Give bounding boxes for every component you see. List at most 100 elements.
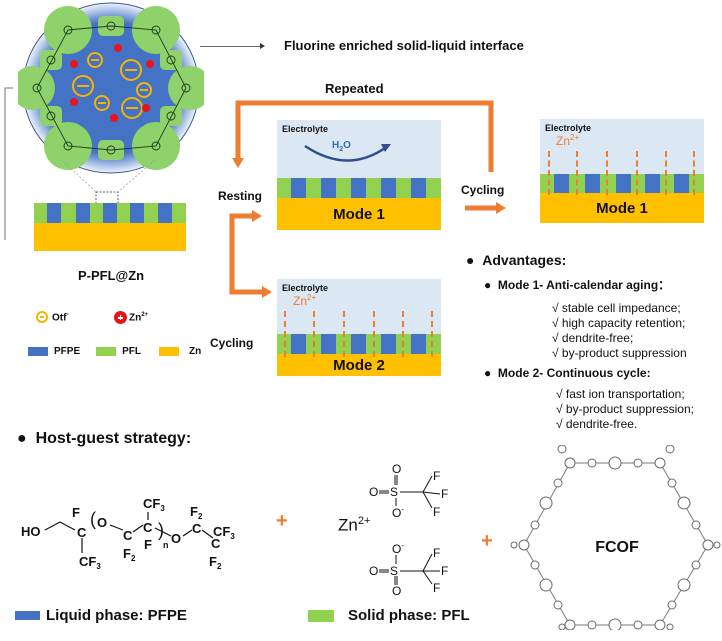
zn-flux-arrow bbox=[548, 151, 550, 195]
pfpe-stripe bbox=[381, 334, 396, 354]
zn-flux-arrow bbox=[606, 151, 608, 195]
material-legend: PFPE PFL Zn bbox=[28, 346, 201, 357]
svg-text:O-: O- bbox=[392, 505, 404, 520]
interface-pointer-line bbox=[200, 46, 260, 47]
pfpe-stripe bbox=[616, 174, 631, 194]
svg-text:C: C bbox=[123, 528, 133, 543]
pfpe-stripe bbox=[291, 334, 306, 354]
svg-text:(: ( bbox=[90, 509, 96, 529]
electrolyte-label: Electrolyte bbox=[282, 283, 329, 293]
plus-sign: + bbox=[481, 530, 493, 552]
zn-ion-label: Zn2+ bbox=[293, 293, 317, 308]
mode2-advantages-heading: ● Mode 2- Continuous cycle: bbox=[484, 366, 651, 380]
cell-mode1-resting: Electrolyte H2O Mode 1 bbox=[277, 120, 441, 230]
cell-mode1-cycling: Electrolyte Zn2+ Mode 1 bbox=[540, 119, 704, 223]
zn-swatch bbox=[159, 347, 180, 356]
svg-text:CF3: CF3 bbox=[79, 554, 101, 571]
otf-label: Otf- bbox=[52, 311, 69, 324]
pfpe-stripe bbox=[645, 174, 660, 194]
pfpe-stripe bbox=[291, 178, 306, 198]
interface-label: Fluorine enriched solid-liquid interface bbox=[284, 38, 524, 53]
mode1-advantages-heading: ● Mode 1- Anti-calendar aging： bbox=[484, 278, 671, 292]
zn-flux-arrow bbox=[636, 151, 638, 195]
electrolyte-region bbox=[277, 120, 441, 178]
svg-text:S: S bbox=[390, 485, 398, 499]
salt-cation: Zn2+ bbox=[338, 515, 371, 535]
advantage-item: by-product suppression bbox=[552, 346, 687, 361]
advantages-heading: ● Advantages: bbox=[466, 252, 567, 268]
electrolyte-region bbox=[540, 119, 704, 174]
repeated-label: Repeated bbox=[325, 81, 384, 96]
zn-flux-arrow bbox=[576, 151, 578, 195]
pfpe-swatch bbox=[28, 347, 48, 356]
zn-substrate: Mode 1 bbox=[277, 198, 441, 230]
svg-text:C: C bbox=[192, 521, 202, 536]
fcof-label: FCOF bbox=[595, 539, 639, 556]
solid-phase-legend: Solid phase: PFL bbox=[308, 607, 470, 624]
pfpe-stripe bbox=[47, 203, 61, 223]
pfl-layer bbox=[540, 174, 704, 194]
pfpe-stripe bbox=[158, 203, 172, 223]
svg-text:F: F bbox=[441, 487, 448, 501]
svg-text:F: F bbox=[433, 546, 440, 560]
bullet-icon: ● bbox=[466, 252, 483, 268]
pfpe-stripe bbox=[103, 203, 117, 223]
zn-flux-arrow bbox=[284, 311, 286, 357]
zn-flux-arrow bbox=[402, 311, 404, 357]
svg-text:): ) bbox=[158, 520, 164, 540]
pfpe-swatch bbox=[15, 611, 40, 620]
svg-text:C: C bbox=[77, 525, 87, 540]
bullet-icon: ● bbox=[484, 366, 498, 380]
cycling-label-top: Cycling bbox=[461, 183, 505, 197]
pfpe-stripe bbox=[76, 203, 90, 223]
zn-flux-arrow bbox=[693, 151, 695, 195]
fcof-structure: FCOF bbox=[510, 445, 721, 630]
repeated-arrow bbox=[235, 100, 494, 172]
svg-text:F2: F2 bbox=[209, 554, 222, 571]
svg-text:F: F bbox=[433, 469, 440, 483]
svg-text:O: O bbox=[97, 515, 107, 530]
advantage-item: fast ion transportation; bbox=[556, 387, 694, 402]
zn-legend-label: Zn bbox=[189, 346, 202, 357]
svg-text:O: O bbox=[369, 564, 378, 578]
svg-text:F: F bbox=[144, 537, 152, 552]
svg-text:CF3: CF3 bbox=[143, 496, 165, 513]
zn-flux-arrow bbox=[343, 311, 345, 357]
electrolyte-region bbox=[277, 279, 441, 334]
pfpe-stripe bbox=[321, 334, 336, 354]
otf-legend: Otf- bbox=[36, 311, 69, 323]
pfpe-stripe bbox=[351, 178, 366, 198]
svg-text:F2: F2 bbox=[123, 546, 136, 563]
pfpe-stripe bbox=[321, 178, 336, 198]
pfpe-stripe bbox=[130, 203, 144, 223]
svg-text:O-: O- bbox=[392, 541, 404, 556]
interface-pointer-arrowhead bbox=[260, 43, 265, 49]
svg-text:n: n bbox=[163, 540, 169, 550]
pfpe-stripe bbox=[411, 178, 426, 198]
zn-flux-arrow bbox=[665, 151, 667, 195]
advantage-item: by-product suppression; bbox=[556, 402, 694, 417]
svg-text:F: F bbox=[72, 505, 80, 520]
advantage-item: stable cell impedance; bbox=[552, 301, 687, 316]
svg-text:O: O bbox=[171, 531, 181, 546]
pfpe-stripe bbox=[381, 178, 396, 198]
zn-ion-legend: Zn2+ bbox=[114, 311, 148, 324]
pfpe-legend-label: PFPE bbox=[54, 346, 81, 357]
svg-text:C: C bbox=[143, 520, 153, 535]
svg-text:F: F bbox=[433, 581, 440, 595]
bullet-icon: ● bbox=[484, 278, 498, 292]
anode-label: P-PFL@Zn bbox=[78, 268, 145, 283]
pfl-layer bbox=[277, 334, 441, 354]
advantage-item: high capacity retention; bbox=[552, 316, 687, 331]
svg-text:C: C bbox=[211, 536, 221, 551]
zn-cation-icon bbox=[114, 311, 127, 324]
flow-arrows bbox=[229, 100, 506, 298]
pfl-layer bbox=[34, 203, 186, 223]
zn-ion-label: Zn2+ bbox=[129, 311, 149, 324]
zn-ion-label: Zn2+ bbox=[556, 133, 580, 148]
svg-text:CF3: CF3 bbox=[213, 524, 235, 541]
pfpe-stripe bbox=[411, 334, 426, 354]
svg-text:F2: F2 bbox=[190, 504, 203, 521]
otf-anion-icon bbox=[36, 311, 48, 324]
svg-text:O: O bbox=[369, 485, 378, 499]
